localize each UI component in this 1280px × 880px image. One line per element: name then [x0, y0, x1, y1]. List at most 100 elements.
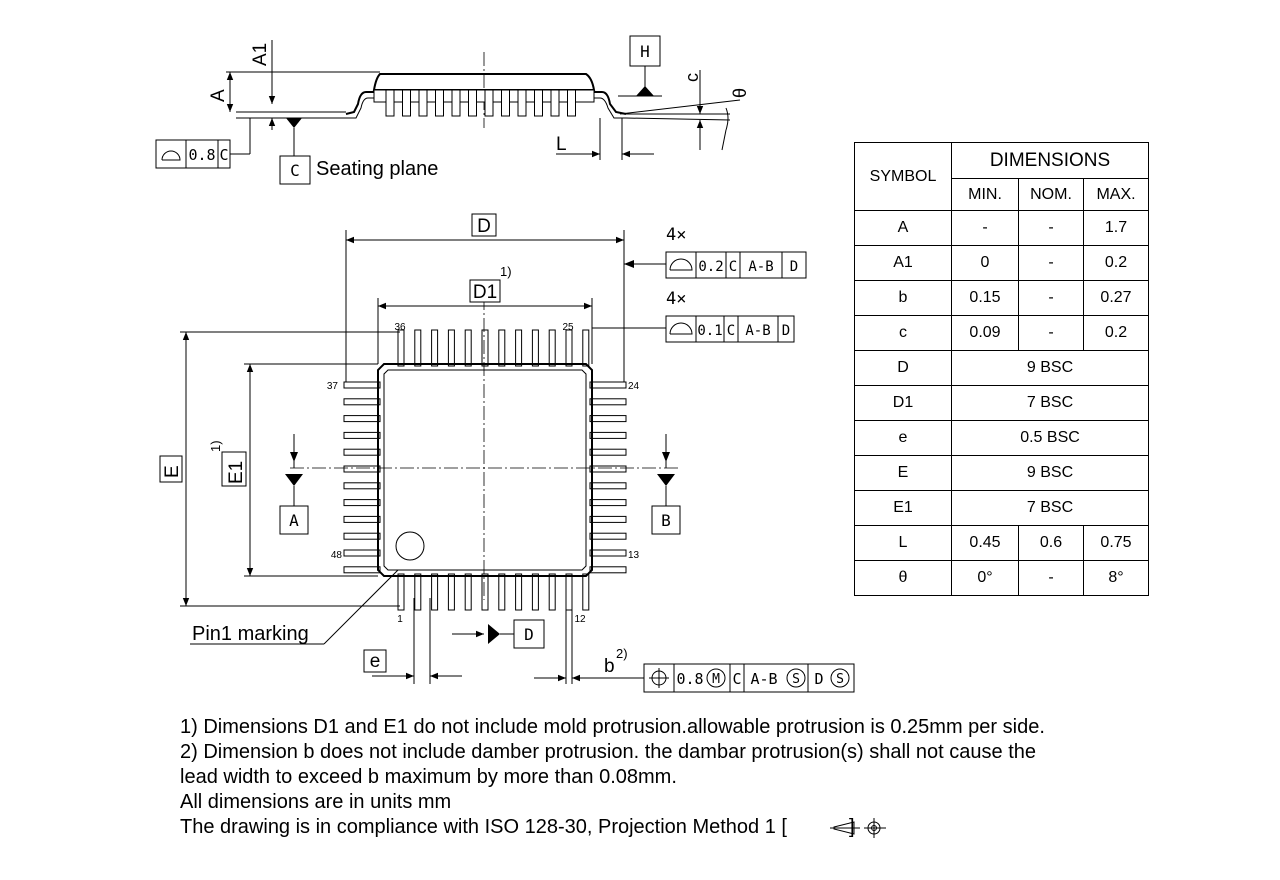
cell-nom: -: [1018, 280, 1084, 316]
lead-bottom: [565, 573, 573, 611]
lead-top: [397, 329, 405, 367]
lead-bottom: [548, 573, 556, 611]
side-lead: [517, 89, 527, 117]
sup-E1: 1): [208, 440, 223, 452]
note-2-cont: lead width to exceed b maximum by more t…: [180, 766, 677, 788]
lead-top: [548, 329, 556, 367]
lead-top: [498, 329, 506, 367]
side-lead: [567, 89, 576, 117]
note-iso: The drawing is in compliance with ISO 12…: [180, 816, 855, 838]
label-D1: D1: [473, 282, 497, 303]
side-lead: [418, 89, 428, 117]
cell-max: 0.2: [1083, 315, 1149, 351]
pin1-marking-dot: [395, 531, 425, 561]
datum-B: B: [661, 511, 671, 530]
cell-symbol: E1: [854, 490, 952, 526]
side-lead: [484, 89, 494, 117]
cell-min: -: [951, 210, 1019, 246]
header-dimensions: DIMENSIONS: [951, 142, 1149, 179]
cell-symbol: A: [854, 210, 952, 246]
svg-text:A-B: A-B: [750, 670, 777, 688]
cell-symbol: D1: [854, 385, 952, 421]
svg-text:0.8: 0.8: [676, 670, 703, 688]
label-e: e: [370, 651, 381, 672]
seating-plane-label: Seating plane: [316, 158, 438, 180]
flatness-value: 0.8: [188, 146, 215, 164]
cell-nom: -: [1018, 245, 1084, 281]
lead-right: [589, 431, 627, 439]
profile-frame-2: 0.1 C A-B D: [665, 315, 795, 343]
cell-symbol: D: [854, 350, 952, 386]
lead-left: [343, 499, 381, 507]
cell-nom: -: [1018, 210, 1084, 246]
svg-text:M: M: [712, 672, 720, 687]
top-view: Pin1 marking 36 25 37 24 48 13 1 12 D D1…: [159, 213, 855, 693]
cell-min: 0.09: [951, 315, 1019, 351]
label-L: L: [556, 134, 567, 155]
table-row: A--1.7: [854, 210, 1149, 246]
lead-left: [343, 448, 381, 456]
lead-right: [589, 566, 627, 574]
cell-symbol: b: [854, 280, 952, 316]
multiplier-1: 4×: [666, 225, 686, 245]
pin-num-12: 12: [574, 614, 586, 625]
side-lead: [435, 89, 444, 117]
side-lead: [451, 89, 461, 117]
top-leads: [343, 329, 627, 611]
note-2: 2) Dimension b does not include damber p…: [180, 741, 1037, 763]
svg-text:C: C: [729, 259, 737, 275]
lead-top: [582, 329, 590, 367]
cell-max: 8°: [1083, 560, 1149, 596]
top-body: [377, 363, 593, 577]
label-A1: A1: [250, 43, 271, 66]
cell-min: 0°: [951, 560, 1019, 596]
lead-top: [414, 329, 422, 367]
lead-left: [343, 482, 381, 490]
lead-bottom: [531, 573, 539, 611]
lead-left: [343, 515, 381, 523]
label-E: E: [162, 465, 183, 478]
side-lead: [402, 89, 411, 117]
cell-value-span: 7 BSC: [951, 490, 1149, 526]
lead-right: [589, 515, 627, 523]
lead-right: [589, 482, 627, 490]
lead-right: [589, 532, 627, 540]
label-c: c: [682, 73, 702, 82]
profile-frame-1: 0.2 C A-B D: [665, 251, 807, 279]
lead-left: [343, 465, 381, 473]
label-D: D: [477, 216, 491, 237]
lead-left: [343, 381, 381, 389]
svg-text:0.2: 0.2: [698, 259, 723, 275]
lead-top: [531, 329, 539, 367]
lead-right: [589, 549, 627, 557]
svg-text:D: D: [782, 323, 790, 339]
multiplier-2: 4×: [666, 289, 686, 309]
header-max: MAX.: [1083, 178, 1149, 211]
lead-left: [343, 549, 381, 557]
cell-value-span: 9 BSC: [951, 350, 1149, 386]
lead-left: [343, 566, 381, 574]
pin1-label: Pin1 marking: [192, 623, 309, 645]
cell-max: 1.7: [1083, 210, 1149, 246]
cell-value-span: 7 BSC: [951, 385, 1149, 421]
lead-bottom: [481, 573, 489, 611]
lead-right: [589, 415, 627, 423]
lead-left: [343, 415, 381, 423]
cell-symbol: e: [854, 420, 952, 456]
flatness-datum: C: [219, 146, 228, 164]
cell-symbol: c: [854, 315, 952, 351]
pin-num-25: 25: [562, 322, 574, 333]
pin-num-13: 13: [628, 550, 640, 561]
svg-text:D: D: [790, 259, 798, 275]
lead-bottom: [498, 573, 506, 611]
pin-num-48: 48: [331, 550, 343, 561]
header-symbol: SYMBOL: [854, 142, 952, 211]
side-leads: [385, 89, 576, 117]
